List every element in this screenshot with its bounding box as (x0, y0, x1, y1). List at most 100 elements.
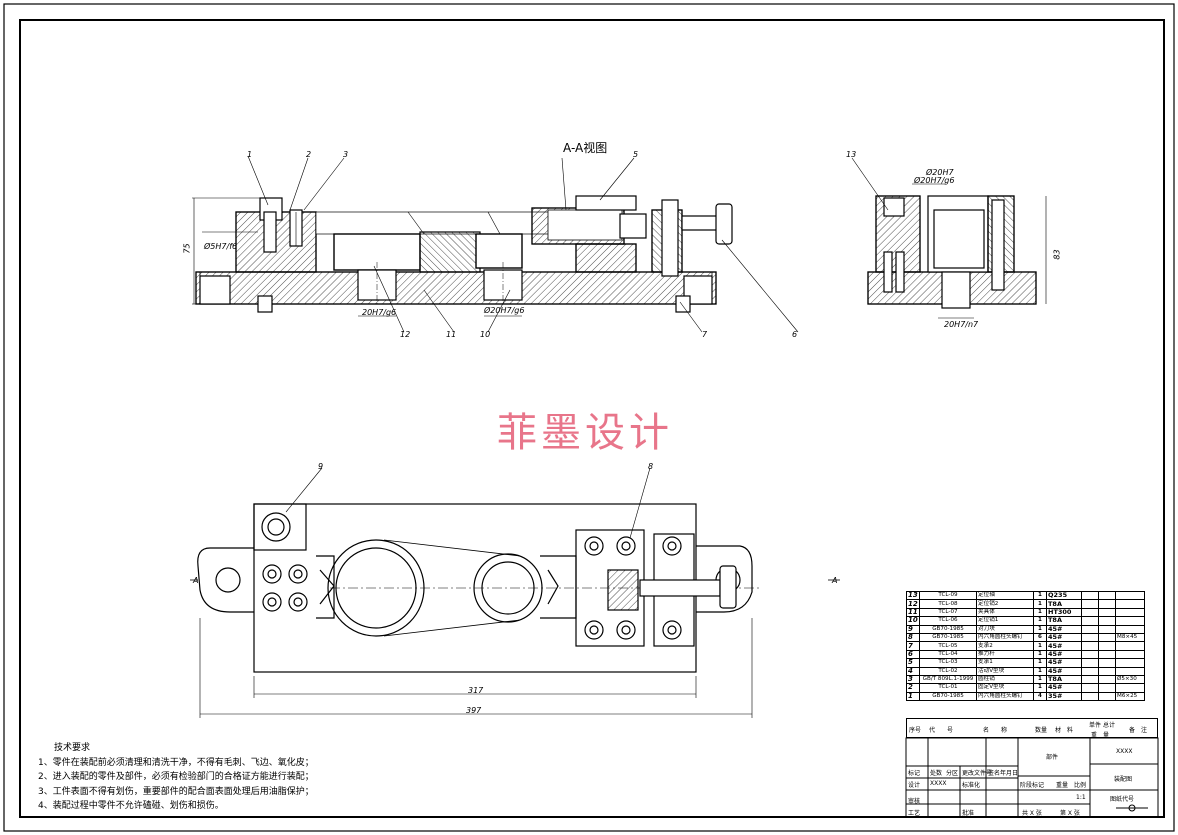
front-view-dimensions (192, 197, 522, 317)
bom-cell-note (1115, 658, 1145, 668)
bom-header-code: 代 号 (929, 727, 954, 734)
bom-header-name: 名 称 (983, 727, 1008, 734)
bom-cell-qty: 1 (1033, 590, 1047, 601)
bom-cell-no: 3 (906, 674, 920, 685)
bom-cell-tot (1098, 666, 1116, 676)
callout-13: 13 (846, 150, 857, 159)
title-count: 处数 (930, 770, 943, 777)
tech-item: 4、装配过程中零件不允许磕碰、划伤和损伤。 (38, 801, 224, 811)
section-marker-left: A (193, 576, 199, 585)
bom-cell-no: 8 (906, 632, 920, 643)
bom-cell-qty: 1 (1033, 607, 1047, 618)
bom-cell-qty: 1 (1033, 641, 1047, 651)
bom-header-unit: 单件 (1089, 722, 1102, 729)
title-part: 部件 (1046, 754, 1059, 761)
bom-cell-qty: 1 (1033, 616, 1047, 626)
bom-cell-mat: HT300 (1046, 607, 1082, 618)
bom-cell-note: M6×25 (1115, 691, 1145, 702)
title-approve: 批准 (962, 810, 975, 817)
title-drawing-no: XXXX (1116, 748, 1133, 755)
dim-height-83: 83 (1052, 249, 1062, 260)
bom-cell-note (1115, 599, 1145, 609)
dim-width-317: 317 (468, 686, 484, 695)
title-sheet2: 第 X 张 (1060, 810, 1080, 817)
bom-cell-note (1115, 590, 1145, 601)
bom-cell-name: 固定V型块 (976, 683, 1034, 693)
bom-cell-note (1115, 616, 1145, 626)
dim-side-bottom: 20H7/n7 (944, 320, 979, 329)
bom-cell-unit (1081, 674, 1099, 685)
bom-cell-name: 推力杆 (976, 649, 1034, 660)
title-date: 年月日 (1000, 770, 1019, 777)
bom-cell-note (1115, 666, 1145, 676)
bom-cell-tot (1098, 607, 1116, 618)
technical-requirements: 技术要求 1、零件在装配前必须清理和清洗干净，不得有毛刺、飞边、氧化皮； 2、进… (38, 741, 314, 814)
watermark-text: 菲墨设计 (497, 410, 673, 456)
section-view-title: A-A视图 (563, 141, 608, 155)
bom-cell-qty: 1 (1033, 666, 1047, 676)
title-change: 更改文件号 (962, 770, 993, 777)
bom-cell-tot (1098, 624, 1116, 634)
title-design: 设计 (908, 782, 921, 789)
bom-cell-tot (1098, 616, 1116, 626)
bom-cell-code: TCL-09 (919, 590, 977, 601)
title-craft: 工艺 (908, 810, 921, 817)
title-scale-value: 1:1 (1076, 794, 1086, 801)
bom-cell-tot (1098, 632, 1116, 643)
callout-3: 3 (343, 150, 349, 159)
title-scale: 比例 (1074, 782, 1087, 789)
bom-cell-code: TCL-03 (919, 658, 977, 668)
bom-cell-mat: 45# (1046, 649, 1082, 660)
bom-cell-unit (1081, 607, 1099, 618)
bom-cell-unit (1081, 691, 1099, 702)
section-view-front (195, 195, 733, 313)
bom-cell-code: TCL-05 (919, 641, 977, 651)
bom-cell-name: 内六角圆柱头螺钉 (976, 691, 1034, 702)
bom-cell-tot (1098, 590, 1116, 601)
bom-cell-tot (1098, 599, 1116, 609)
title-block-frame (905, 737, 1159, 818)
bom-cell-code: TCL-02 (919, 666, 977, 676)
bom-cell-name: 定位轴 (976, 590, 1034, 601)
bom-cell-mat: Q235 (1046, 590, 1082, 601)
bom-header-no: 序号 (909, 727, 922, 734)
callout-7: 7 (702, 330, 708, 339)
callout-12: 12 (400, 330, 411, 339)
tech-item: 3、工件表面不得有划伤，重要部件的配合面表面处理后用油脂保护； (38, 786, 314, 797)
bom-cell-qty: 1 (1033, 658, 1047, 668)
bom-cell-unit (1081, 649, 1099, 660)
bom-cell-code: TCL-01 (919, 683, 977, 693)
bom-cell-tot (1098, 674, 1116, 685)
side-view (851, 157, 1047, 319)
bom-cell-unit (1081, 590, 1099, 601)
bom-cell-mat: 45# (1046, 666, 1082, 676)
top-view (190, 467, 840, 718)
bom-cell-name: 定位销2 (976, 599, 1034, 609)
dim-fit-a: 20H7/g6 (362, 308, 397, 317)
bom-cell-code: TCL-08 (919, 599, 977, 609)
bom-cell-note (1115, 624, 1145, 634)
bom-cell-tot (1098, 649, 1116, 660)
bom-cell-no: 9 (906, 624, 920, 634)
bom-cell-unit (1081, 624, 1099, 634)
bom-cell-mat: 45# (1046, 683, 1082, 693)
callout-1: 1 (247, 150, 253, 159)
bom-cell-code: TCL-04 (919, 649, 977, 660)
bom-cell-tot (1098, 683, 1116, 693)
bom-cell-no: 11 (906, 607, 920, 618)
callout-11: 11 (446, 330, 457, 339)
bom-cell-no: 10 (906, 616, 920, 626)
title-sheet: 共 X 张 (1022, 810, 1042, 817)
bom-cell-mat: T8A (1046, 599, 1082, 609)
front-view-leaders (247, 155, 799, 333)
title-weight: 重量 (1056, 782, 1069, 789)
bom-cell-unit (1081, 599, 1099, 609)
bom-cell-qty: 1 (1033, 649, 1047, 660)
bom-cell-unit (1081, 616, 1099, 626)
bom-cell-no: 5 (906, 658, 920, 668)
